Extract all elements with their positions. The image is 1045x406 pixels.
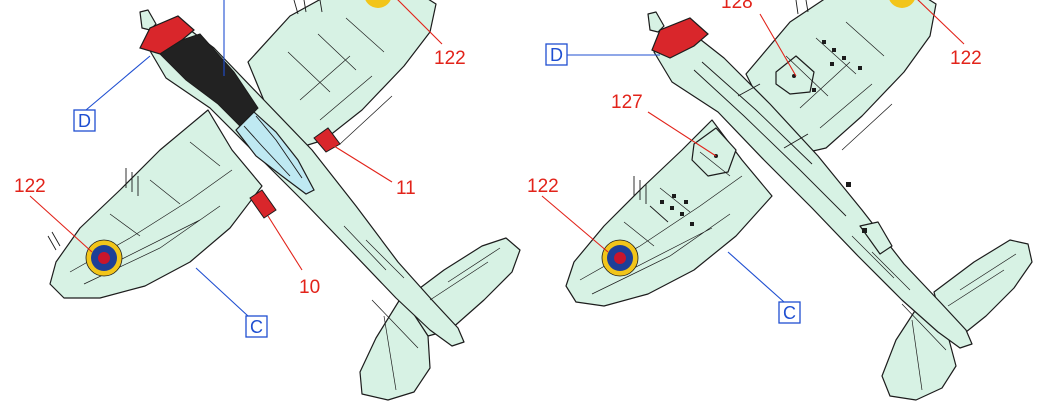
top-red-stripe-10: [249, 189, 277, 219]
top-label-11: 11: [396, 178, 416, 199]
top-gun-barrels: [47, 0, 323, 251]
top-view-aircraft: [47, 0, 521, 401]
top-leader-c: [195, 267, 249, 317]
bottom-leader-122-right: [917, 0, 965, 45]
bottom-label-c: C: [783, 303, 796, 323]
bottom-label-d: D: [550, 45, 563, 65]
bottom-label-127: 127: [611, 92, 643, 113]
bottom-view-callouts: 128 122 127 122 D C: [527, 0, 982, 324]
top-box-d: [73, 109, 96, 132]
top-leader-11: [333, 145, 393, 183]
top-leader-d: [85, 55, 151, 111]
bottom-tail-wheel-bay: [859, 221, 893, 255]
bottom-rivet-dots: [660, 40, 867, 233]
bottom-fuselage: [653, 35, 973, 349]
bottom-leader-c: [727, 251, 785, 303]
top-label-122-right: 122: [434, 48, 466, 69]
bottom-roundel-right: [889, 0, 915, 8]
top-panel-lines: [69, 17, 501, 391]
bottom-leader-128: [759, 13, 797, 77]
bottom-roundel-left: [601, 239, 639, 277]
top-leader-10: [267, 215, 303, 271]
top-leader-122-left: [29, 195, 93, 253]
top-box-c: [245, 315, 268, 338]
top-canopy-frame: [243, 115, 303, 179]
top-roundel-left: [85, 239, 123, 277]
top-label-122-left: 122: [14, 176, 46, 197]
top-roundel-right: [365, 0, 391, 8]
bottom-red-cowl: [651, 17, 709, 59]
top-anti-glare-panel: [159, 33, 259, 127]
bottom-label-122-right: 122: [950, 48, 982, 69]
bottom-gun-barrels: [633, 0, 809, 223]
top-leader-122-right: [397, 0, 443, 45]
bottom-box-c: [778, 301, 801, 324]
top-canopy: [235, 111, 315, 195]
bottom-panel-127: [691, 127, 737, 177]
bottom-leader-122-left: [541, 195, 609, 253]
top-label-c: C: [250, 317, 263, 337]
bottom-left-wing: [565, 119, 773, 307]
top-label-10: 10: [299, 277, 320, 298]
top-view-callouts: 122 122 11 10 D C: [14, 0, 466, 338]
bottom-panel-lines: [579, 21, 1017, 391]
top-label-d: D: [78, 111, 91, 131]
top-tailplane-left: [359, 295, 431, 401]
bottom-label-128: 128: [721, 0, 753, 13]
bottom-belly-scoop: [693, 61, 847, 217]
bottom-label-122-left: 122: [527, 176, 559, 197]
bottom-leader-127: [647, 111, 717, 157]
top-left-wing: [49, 109, 263, 299]
bottom-view-aircraft: [565, 0, 1033, 401]
